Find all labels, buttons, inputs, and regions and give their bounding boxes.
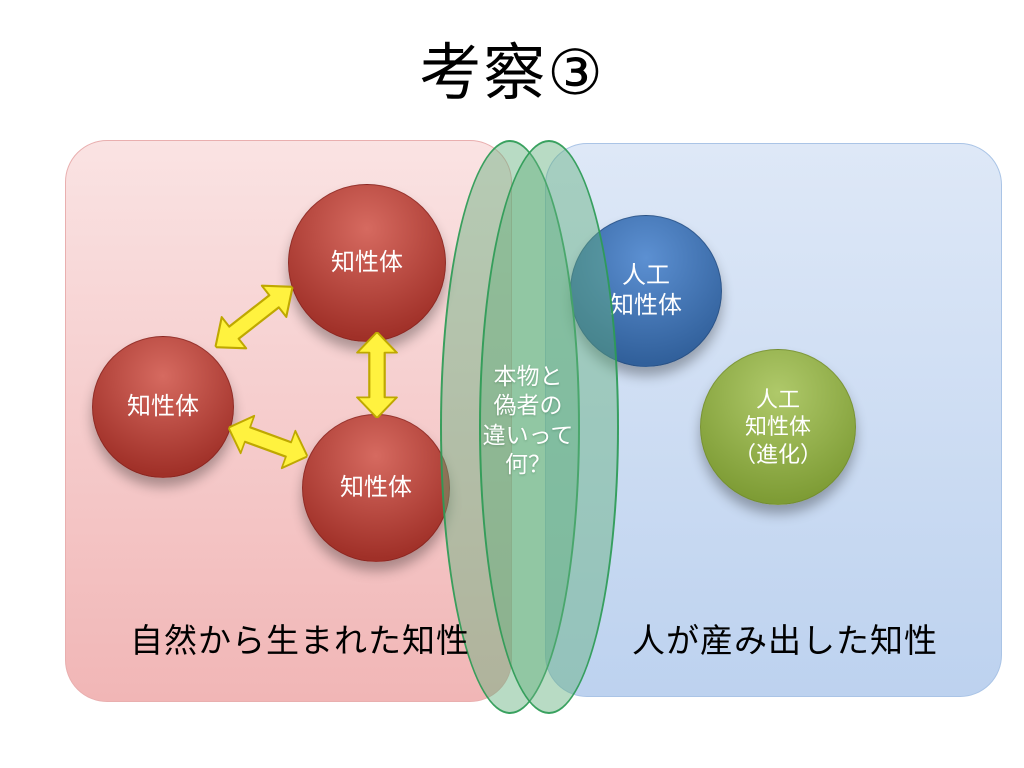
- overlap-ellipse-right: [479, 140, 619, 714]
- natural-intelligence-node-bottom: 知性体: [302, 414, 450, 562]
- node-label: 人工 知性体: [610, 262, 682, 319]
- double-arrow-bottom-left-icon: [227, 414, 309, 470]
- double-arrow-vertical-icon: [356, 332, 398, 418]
- node-label: 知性体: [340, 474, 412, 501]
- double-arrow-top-left-icon: [214, 284, 294, 350]
- natural-intelligence-node-left: 知性体: [92, 336, 234, 478]
- natural-intelligence-node-top: 知性体: [288, 184, 446, 342]
- artificial-intelligence-evolved-node: 人工 知性体 （進化）: [700, 349, 856, 505]
- node-label: 人工 知性体 （進化）: [733, 386, 822, 467]
- artificial-intelligence-caption: 人が産み出した知性: [632, 622, 938, 659]
- node-label: 知性体: [331, 249, 403, 276]
- natural-intelligence-caption: 自然から生まれた知性: [130, 622, 470, 659]
- overlap-question-text: 本物と 偽者の 違いって 何？: [482, 363, 574, 478]
- slide-title: 考察③: [419, 39, 605, 108]
- node-label: 知性体: [127, 393, 199, 420]
